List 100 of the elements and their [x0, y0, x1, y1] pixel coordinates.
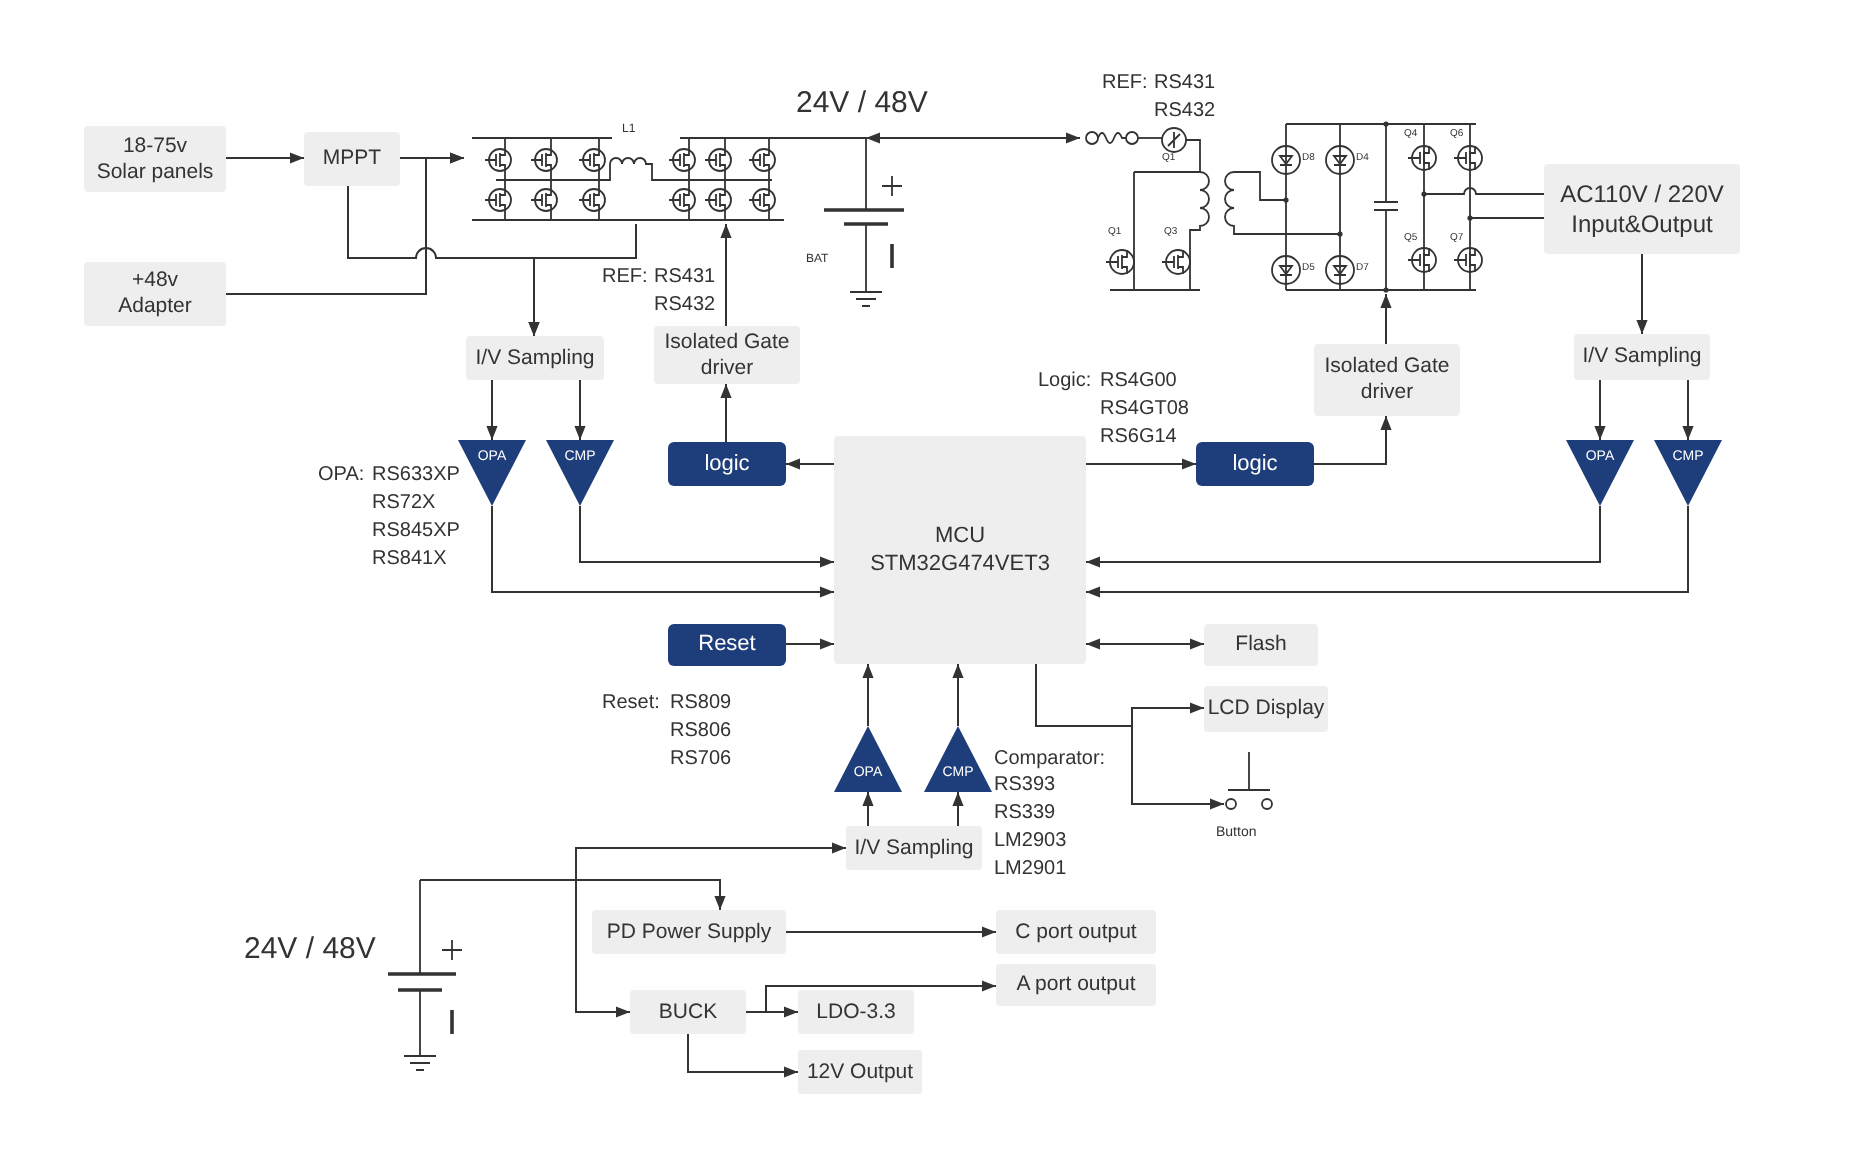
arrow [1594, 379, 1606, 441]
part-number: LM2903 [994, 828, 1067, 854]
process-box [84, 126, 226, 192]
part-number: RS4G00 [1100, 368, 1177, 394]
part-number: RS393 [994, 772, 1056, 798]
process-box [798, 1050, 922, 1094]
part-number: RS431 [1154, 70, 1216, 96]
arrow [862, 791, 874, 827]
arrow [745, 980, 997, 1013]
arrow [1035, 663, 1225, 810]
node-label: PD Power Supply [606, 919, 772, 945]
arrow [491, 505, 835, 598]
connector-line [1483, 193, 1545, 195]
process-box [84, 262, 226, 326]
control-block [1196, 442, 1314, 486]
part-number: LM2901 [994, 856, 1067, 882]
part-number: RS706 [670, 746, 732, 772]
node-label: MPPT [322, 146, 382, 172]
node-label: +48v Adapter [116, 268, 194, 320]
arrow [862, 663, 874, 727]
node-label: MCU [934, 522, 986, 550]
arrow [952, 791, 964, 827]
annotation-text: OPA: [318, 462, 365, 488]
part-number: RS72X [372, 490, 436, 516]
node-label: 12V Output [806, 1059, 914, 1085]
arrow [1313, 415, 1392, 465]
process-box [304, 132, 400, 186]
annotation-text: Comparator: [994, 746, 1106, 772]
part-number: RS339 [994, 800, 1056, 826]
node-label: logic [704, 451, 750, 477]
process-box [834, 436, 1086, 664]
process-box [1204, 624, 1318, 666]
part-number: RS633XP [372, 462, 460, 488]
arrow [1682, 379, 1694, 441]
annotation-text: REF: [602, 264, 648, 290]
node-label: Isolated Gate driver [1322, 354, 1452, 406]
arrow [225, 152, 305, 164]
node-label: AC110V / 220V Input&Output [1558, 179, 1726, 239]
arrow [574, 379, 586, 441]
process-box [1204, 686, 1328, 732]
node-label: C port output [1015, 919, 1137, 945]
voltage-label: 24V / 48V [244, 932, 376, 968]
part-number: RS432 [1154, 98, 1216, 124]
part-number: RS432 [654, 292, 716, 318]
process-box [996, 910, 1156, 954]
process-box [466, 336, 604, 380]
arrow [720, 383, 732, 443]
connector-line [783, 137, 867, 139]
node-label: A port output [1016, 972, 1136, 998]
control-block [668, 442, 786, 486]
part-number: RS845XP [372, 518, 460, 544]
node-label: Isolated Gate driver [662, 329, 792, 381]
arrow [486, 379, 498, 441]
node-label: Reset [698, 632, 756, 658]
node-label: I/V Sampling [854, 835, 974, 861]
annotation-text: Logic: [1038, 368, 1092, 394]
arrow [865, 132, 1081, 144]
node-label: 18-75v Solar panels [94, 133, 216, 185]
connector-line [1483, 217, 1545, 219]
part-number: RS841X [372, 546, 447, 572]
node-label: LDO-3.3 [816, 999, 896, 1025]
node-label: BUCK [658, 999, 718, 1025]
process-box [1574, 334, 1710, 380]
voltage-label: 24V / 48V [796, 86, 928, 122]
arrow [785, 926, 997, 938]
node-label: I/V Sampling [1582, 344, 1702, 370]
arrow [785, 458, 835, 470]
process-box [592, 910, 786, 954]
arrow [1085, 505, 1689, 598]
arrow [687, 1033, 799, 1078]
arrow [419, 879, 631, 1018]
node-label: I/V Sampling [475, 345, 595, 371]
arrow [720, 223, 732, 327]
control-block [668, 624, 786, 666]
node-label: STM32G474VET3 [870, 550, 1050, 578]
process-box [1544, 164, 1740, 254]
process-box [846, 826, 982, 870]
arrow [1085, 638, 1205, 650]
arrow [785, 638, 835, 650]
node-label: logic [1232, 451, 1278, 477]
process-box [1314, 344, 1460, 416]
process-box [654, 326, 800, 384]
arrow [1085, 458, 1197, 470]
part-number: RS809 [670, 690, 732, 716]
part-number: RS6G14 [1100, 424, 1177, 450]
part-number: RS806 [670, 718, 732, 744]
annotation-text: REF: [1102, 70, 1148, 96]
arrow [1085, 505, 1601, 568]
arrow [528, 223, 637, 337]
node-label: Flash [1235, 632, 1287, 658]
part-number: RS431 [654, 264, 716, 290]
annotation-text: Reset: [602, 690, 660, 716]
process-box [996, 964, 1156, 1006]
process-box [798, 990, 914, 1034]
arrow [1636, 253, 1648, 335]
arrow [1380, 293, 1392, 345]
process-box [630, 990, 746, 1034]
part-number: RS4GT08 [1100, 396, 1189, 422]
arrow [952, 663, 964, 727]
arrow [225, 152, 465, 295]
